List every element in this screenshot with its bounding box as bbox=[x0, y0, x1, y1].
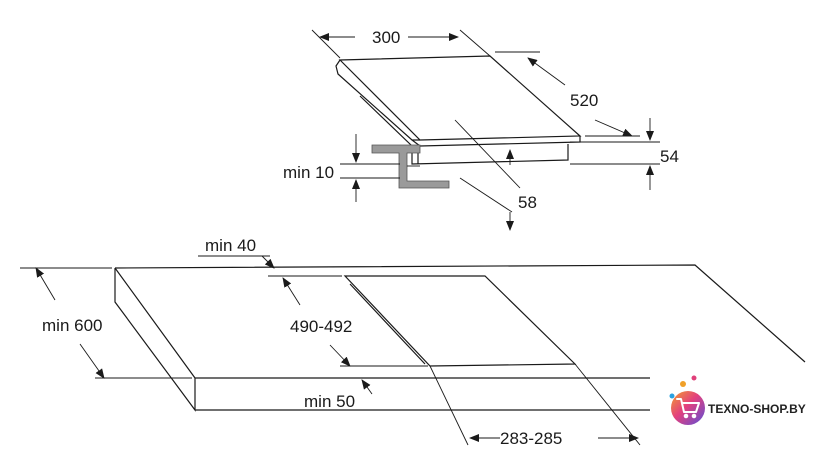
dim-min10-label: min 10 bbox=[283, 163, 334, 182]
dim-min50-label: min 50 bbox=[304, 392, 355, 411]
brand-logo[interactable]: TEXNO-SHOP.BY bbox=[669, 375, 806, 426]
dim-cutout-width: 283-285 bbox=[429, 363, 641, 448]
dim-520-label: 520 bbox=[570, 91, 598, 110]
dim-300-label: 300 bbox=[372, 28, 400, 47]
dim-clearance-min10: min 10 bbox=[283, 134, 400, 202]
dim-cutout-depth: 490-492 bbox=[282, 277, 428, 367]
dim-283-285-label: 283-285 bbox=[500, 429, 562, 448]
hob-body bbox=[359, 95, 569, 165]
worktop-drawing bbox=[114, 264, 806, 412]
hob-glass-top bbox=[338, 55, 582, 141]
dim-depth-58: 58 bbox=[454, 119, 537, 231]
dim-height-54: 54 bbox=[570, 118, 679, 190]
dim-rear-min40: min 40 bbox=[198, 236, 342, 277]
dim-54-label: 54 bbox=[660, 147, 679, 166]
dim-depth-min600: min 600 bbox=[20, 267, 192, 379]
logo-text: TEXNO-SHOP.BY bbox=[708, 402, 806, 416]
dim-depth-520: 520 bbox=[495, 51, 640, 137]
dim-58-label: 58 bbox=[518, 193, 537, 212]
shopping-cart-icon bbox=[676, 398, 700, 419]
dim-min40-label: min 40 bbox=[205, 236, 256, 255]
worktop-cutout bbox=[343, 275, 577, 367]
worktop-top bbox=[114, 264, 806, 363]
dim-front-min50: min 50 bbox=[304, 379, 373, 411]
dim-490-492-label: 490-492 bbox=[290, 317, 352, 336]
dim-min600-label: min 600 bbox=[42, 316, 102, 335]
mounting-bracket bbox=[371, 144, 450, 189]
hob-drawing bbox=[335, 55, 582, 189]
dim-width-300: 300 bbox=[311, 28, 491, 59]
logo-badge bbox=[671, 391, 705, 425]
